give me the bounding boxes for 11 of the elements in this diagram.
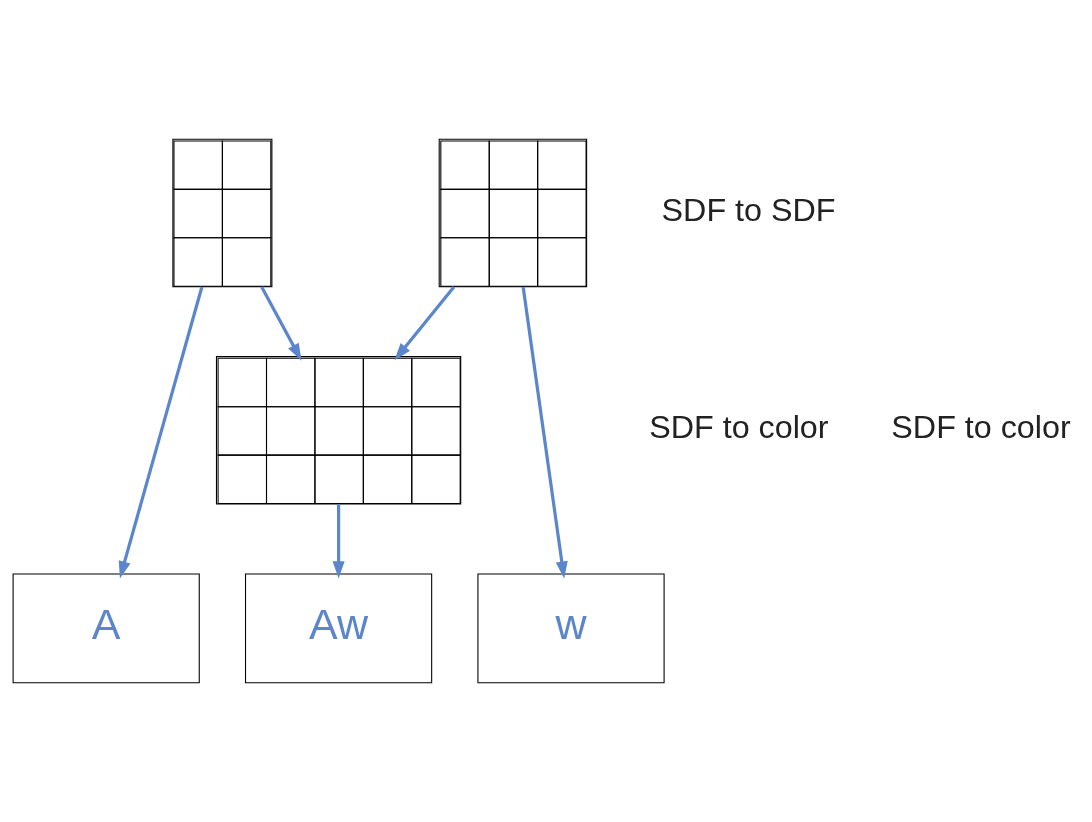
arrow — [394, 285, 456, 361]
label: SDF to color — [891, 409, 1071, 446]
node-box: Aw — [245, 573, 433, 684]
label: SDF to SDF — [661, 192, 836, 229]
label: SDF to color — [649, 409, 829, 446]
arrow — [521, 286, 568, 579]
arrow — [118, 286, 204, 579]
arrow — [332, 504, 345, 579]
arrow — [260, 286, 302, 361]
node-box: w — [477, 573, 665, 684]
node-box: A — [12, 573, 200, 684]
